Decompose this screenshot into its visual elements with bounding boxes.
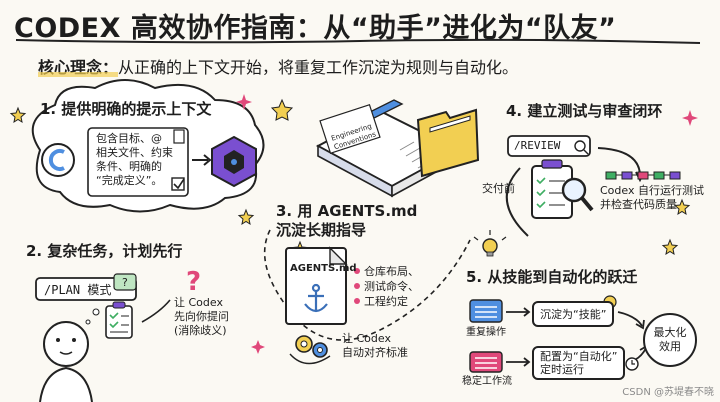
section-2-note: 让 Codex 先向你提问 (消除歧义) <box>174 296 229 338</box>
section-4-title: 4. 建立测试与审查闭环 <box>506 102 663 120</box>
review-label: /REVIEW <box>514 139 561 152</box>
checkbox-icon <box>171 177 185 191</box>
clock-icon <box>625 357 639 371</box>
section-2-line: (消除歧义) <box>174 324 227 337</box>
person-icon <box>39 321 93 402</box>
deliver-label: 交付前 <box>482 182 515 195</box>
section-3-align-note: 让 Codex 自动对齐标准 <box>342 332 408 360</box>
result-circle <box>643 313 697 367</box>
context-note-card <box>87 127 189 197</box>
section-3-bullet: 工程约定 <box>364 295 408 308</box>
folder-icon <box>416 108 480 178</box>
flow-path <box>263 229 471 341</box>
subtitle-text: 从正确的上下文开始，将重复工作沉淀为规则与自动化。 <box>118 58 519 77</box>
agent-cube-icon <box>211 135 257 188</box>
result-line: 最大化 <box>653 326 687 339</box>
result-line: 效用 <box>659 340 681 353</box>
section-2-title: 2. 复杂任务，计划先行 <box>26 242 183 260</box>
section-1-line: 条件、明确的 <box>96 160 162 173</box>
stable-workflow-icon <box>469 351 503 373</box>
svg-text:?: ? <box>122 276 128 289</box>
sparkle-icon <box>236 94 698 354</box>
section-4-line: Codex 自行运行测试 <box>600 184 704 197</box>
title-underline <box>15 38 701 44</box>
section-1-line: 相关文件、约束 <box>96 146 173 159</box>
automation-line: 配置为“自动化” <box>540 350 618 363</box>
anchor-icon <box>304 283 328 313</box>
section-4-line: 并检查代码质量 <box>600 198 677 211</box>
agents-md-label: AGENTS.md <box>290 263 357 274</box>
automation-line: 定时运行 <box>540 363 584 376</box>
section-2-line: 让 Codex <box>174 296 223 309</box>
repeat-operations-icon <box>469 299 503 323</box>
skill-box: 沉淀为“技能” <box>532 301 615 327</box>
workflow-label: 稳定工作流 <box>462 376 512 387</box>
section-2-line: 先向你提问 <box>174 310 229 323</box>
section-1-line: 包含目标、@ <box>96 132 162 145</box>
section-3-title-line: 3. 用 AGENTS.md <box>276 202 418 220</box>
plan-mode-label: /PLAN 模式 <box>44 283 112 297</box>
review-search-icon <box>574 140 589 155</box>
result-label: 最大化 效用 <box>648 326 692 354</box>
clipboard-checklist-icon <box>105 301 133 339</box>
automation-box: 配置为“自动化” 定时运行 <box>532 346 626 380</box>
section-4-note: Codex 自行运行测试 并检查代码质量 <box>600 184 704 212</box>
test-clipboard-icon <box>531 159 573 219</box>
page-title: CODEX 高效协作指南：从“助手”进化为“队友” <box>14 13 617 44</box>
section-5-title: 5. 从技能到自动化的跃迁 <box>466 268 638 286</box>
cycle-arrow <box>505 167 529 237</box>
section-1-title: 1. 提供明确的提示上下文 <box>40 100 212 118</box>
section-1-note: 包含目标、@ 相关文件、约束 条件、明确的 “完成定义”。 <box>96 132 188 188</box>
section-3-bullet: 测试命令、 <box>364 280 419 293</box>
codex-logo-icon <box>41 143 75 177</box>
test-pipeline-icon <box>605 171 681 180</box>
question-mark-icon: ? <box>186 267 201 297</box>
section-3-bullets: 仓库布局、 测试命令、 工程约定 <box>364 264 419 309</box>
section-3-title: 3. 用 AGENTS.md 沉淀长期指导 <box>276 202 417 240</box>
section-3-align-line: 自动对齐标准 <box>342 346 408 359</box>
subtitle-key: 核心理念： <box>38 54 118 77</box>
subtitle: 核心理念：从正确的上下文开始，将重复工作沉淀为规则与自动化。 <box>38 54 518 78</box>
repeat-label: 重复操作 <box>466 327 506 338</box>
file-icon <box>173 129 185 144</box>
question-bubble-icon: ? <box>113 273 137 291</box>
section-3-bullet: 仓库布局、 <box>364 265 419 278</box>
gear-icon <box>295 335 328 358</box>
magnifier-icon <box>561 177 594 212</box>
watermark: CSDN @苏堤春不晓 <box>622 387 714 398</box>
section-3-title-line: 沉淀长期指导 <box>276 221 367 239</box>
review-box <box>507 135 591 157</box>
section-1-line: “完成定义”。 <box>96 174 163 187</box>
section-3-align-line: 让 Codex <box>342 332 391 345</box>
bullet-markers <box>354 268 360 304</box>
